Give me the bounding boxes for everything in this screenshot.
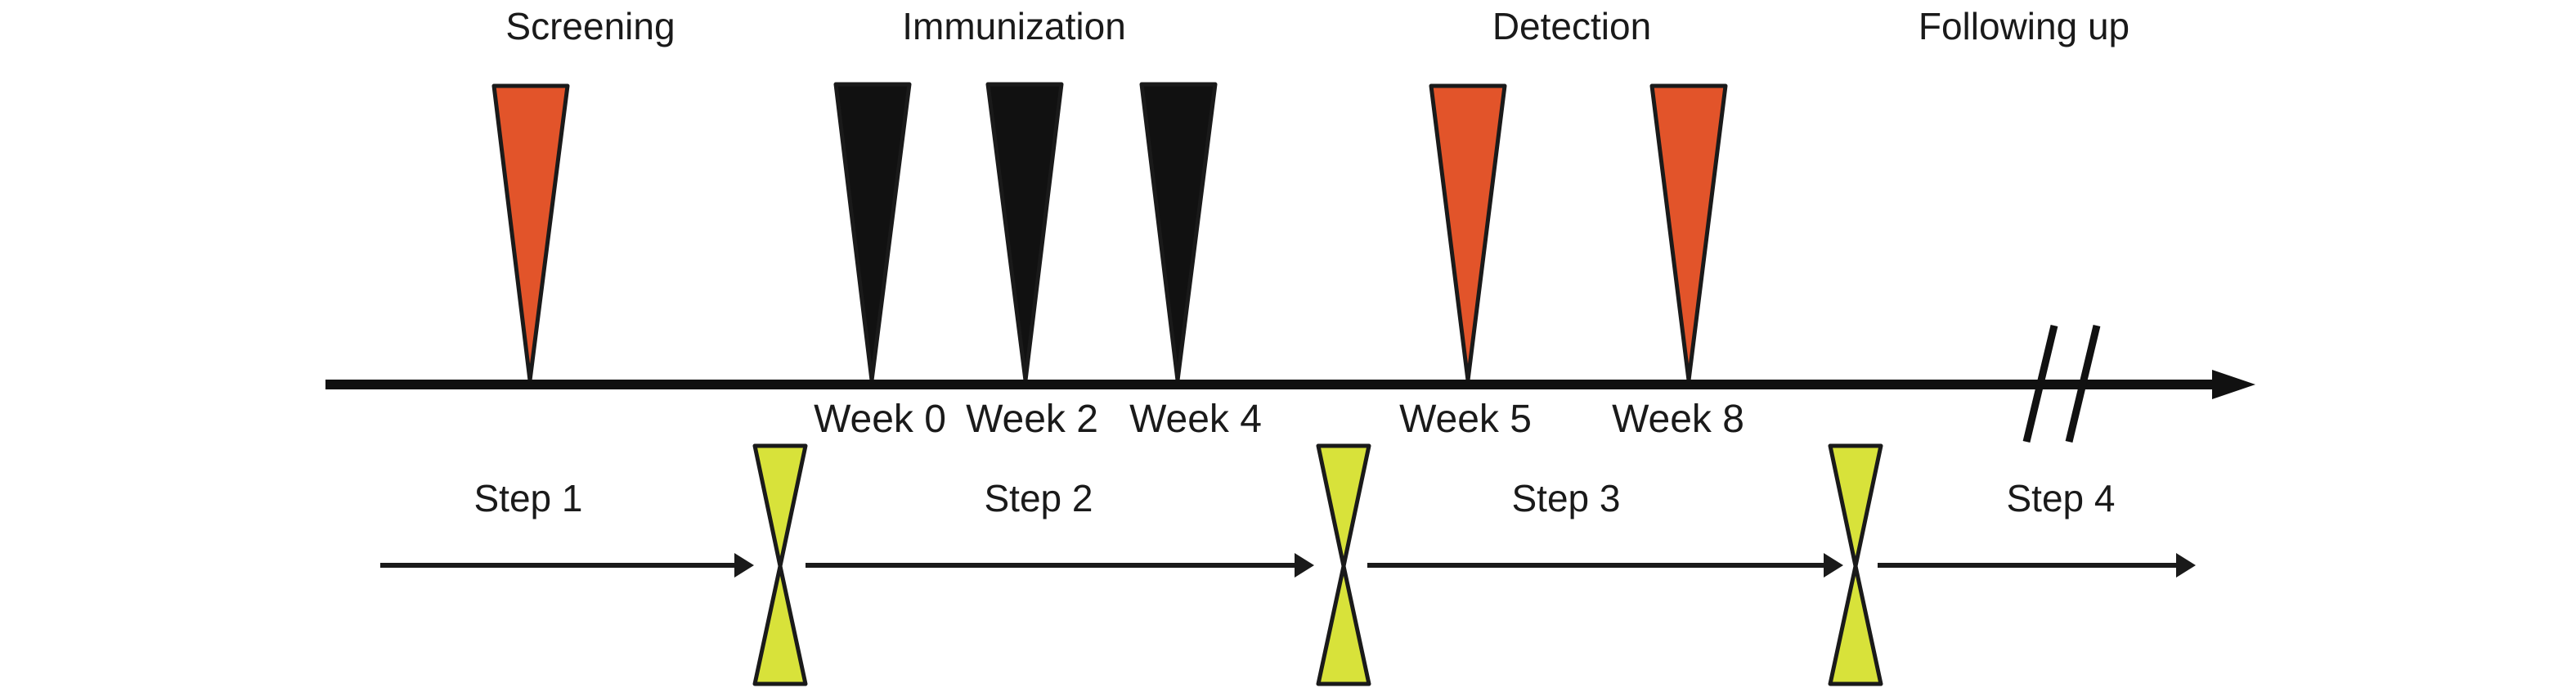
hourglass-transition-1 bbox=[752, 443, 808, 686]
week-label-8: Week 8 bbox=[1612, 398, 1744, 441]
axis-break-mark-right bbox=[2065, 324, 2101, 443]
phase-label-screening: Screening bbox=[505, 5, 675, 47]
step-label-4: Step 4 bbox=[2007, 477, 2116, 519]
immunization-marker-week-0 bbox=[833, 82, 912, 383]
week-label-0: Week 0 bbox=[814, 398, 946, 441]
detection-marker-week-8 bbox=[1649, 83, 1728, 383]
step-label-3: Step 3 bbox=[1512, 477, 1621, 519]
timeline-arrowhead bbox=[2212, 370, 2255, 399]
phase-label-immunization: Immunization bbox=[902, 5, 1126, 47]
step-label-2: Step 2 bbox=[985, 477, 1093, 519]
step-label-1: Step 1 bbox=[474, 477, 583, 519]
week-label-5: Week 5 bbox=[1399, 398, 1532, 441]
phase-label-following-up: Following up bbox=[1919, 5, 2129, 47]
step-arrow-2 bbox=[806, 553, 1314, 578]
hourglass-transition-2 bbox=[1316, 443, 1371, 686]
phase-label-detection: Detection bbox=[1492, 5, 1651, 47]
step-arrow-3 bbox=[1367, 553, 1843, 578]
step-arrow-4 bbox=[1878, 553, 2196, 578]
immunization-marker-week-2 bbox=[985, 82, 1064, 383]
hourglass-transition-3 bbox=[1828, 443, 1883, 686]
week-label-4: Week 4 bbox=[1129, 398, 1262, 441]
axis-break-mark-left bbox=[2022, 324, 2058, 443]
immunization-marker-week-4 bbox=[1139, 82, 1218, 383]
screening-marker bbox=[491, 83, 570, 383]
week-label-2: Week 2 bbox=[966, 398, 1098, 441]
step-arrow-1 bbox=[380, 553, 754, 578]
detection-marker-week-5 bbox=[1429, 83, 1507, 383]
